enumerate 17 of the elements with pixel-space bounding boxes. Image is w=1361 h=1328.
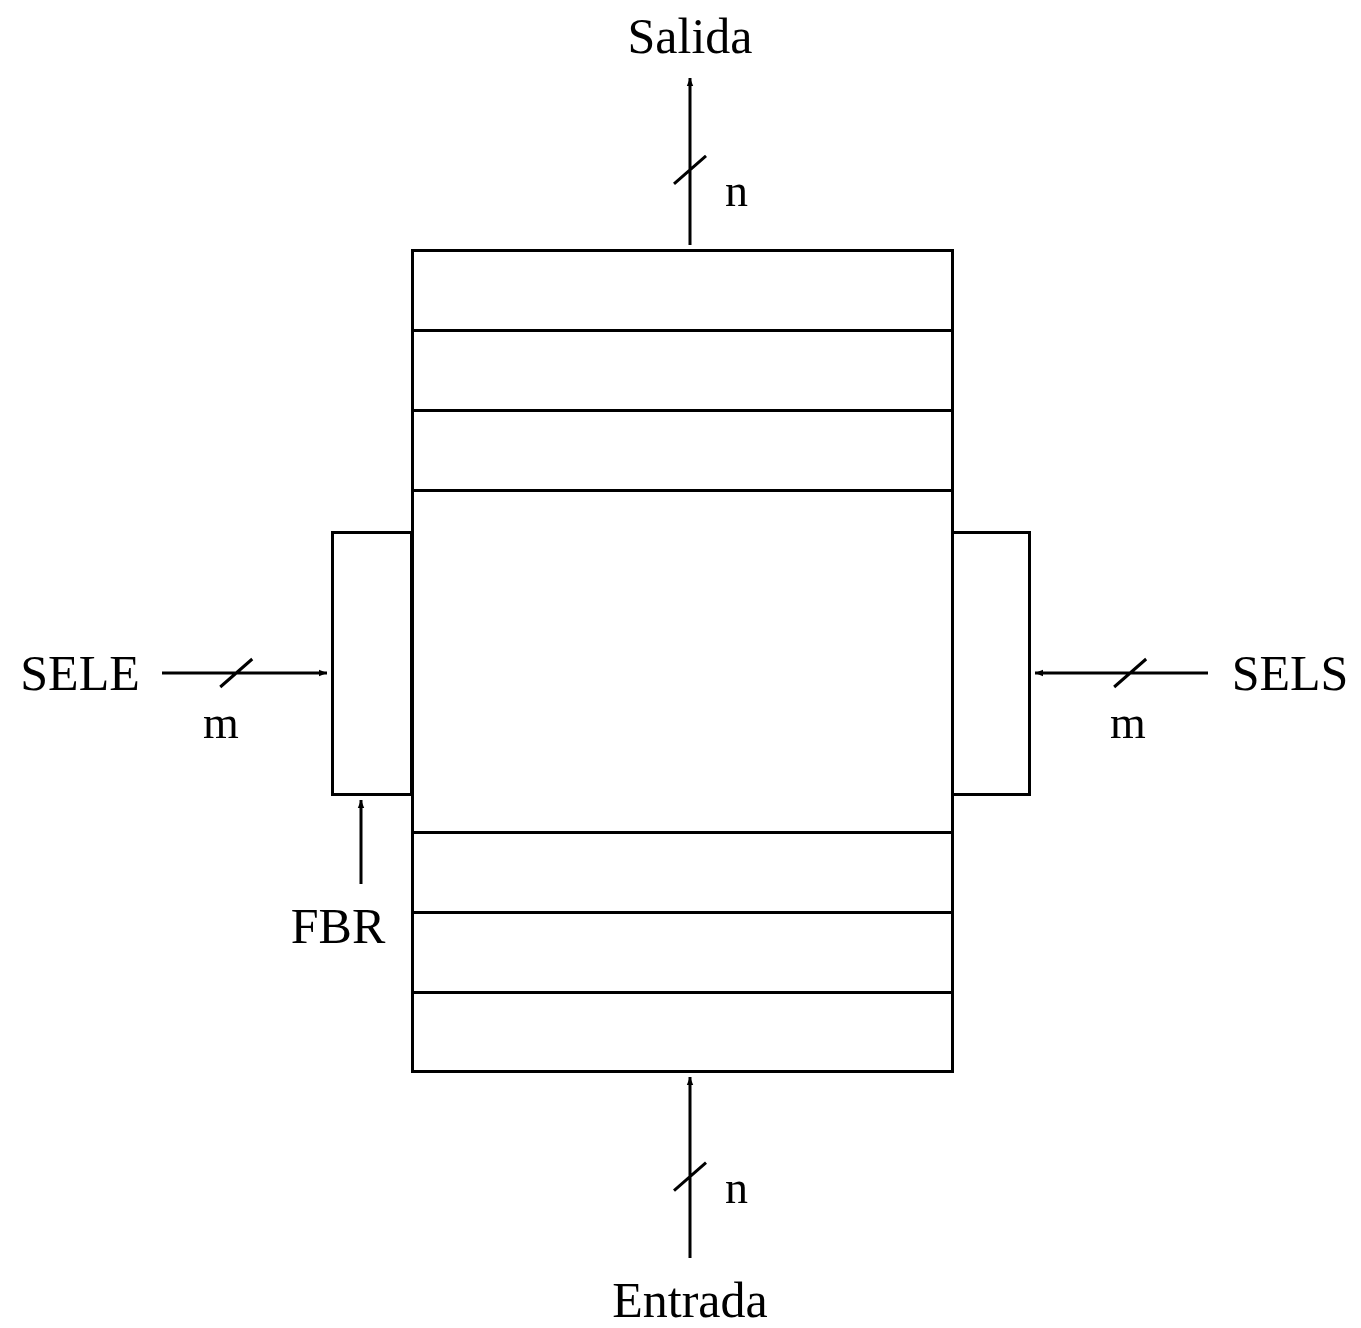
bus-arrow (672, 1075, 708, 1260)
signal-label: Entrada (603, 1272, 777, 1328)
decoder-box (331, 531, 413, 796)
bus-width-label: n (725, 1165, 748, 1211)
bus-width-label: m (203, 700, 239, 746)
signal-label: SELS (1222, 645, 1358, 701)
signal-label: Salida (622, 8, 758, 64)
bus-width-label: m (1110, 700, 1146, 746)
bus-width-label: n (725, 168, 748, 214)
bus-arrow (1033, 657, 1210, 689)
decoder-box (951, 531, 1031, 796)
signal-label: SELE (12, 645, 148, 701)
signal-label: FBR (285, 898, 391, 954)
bus-arrow (672, 76, 708, 247)
arrow (357, 800, 365, 884)
register-file-block (411, 249, 954, 1073)
bus-arrow (160, 657, 329, 689)
